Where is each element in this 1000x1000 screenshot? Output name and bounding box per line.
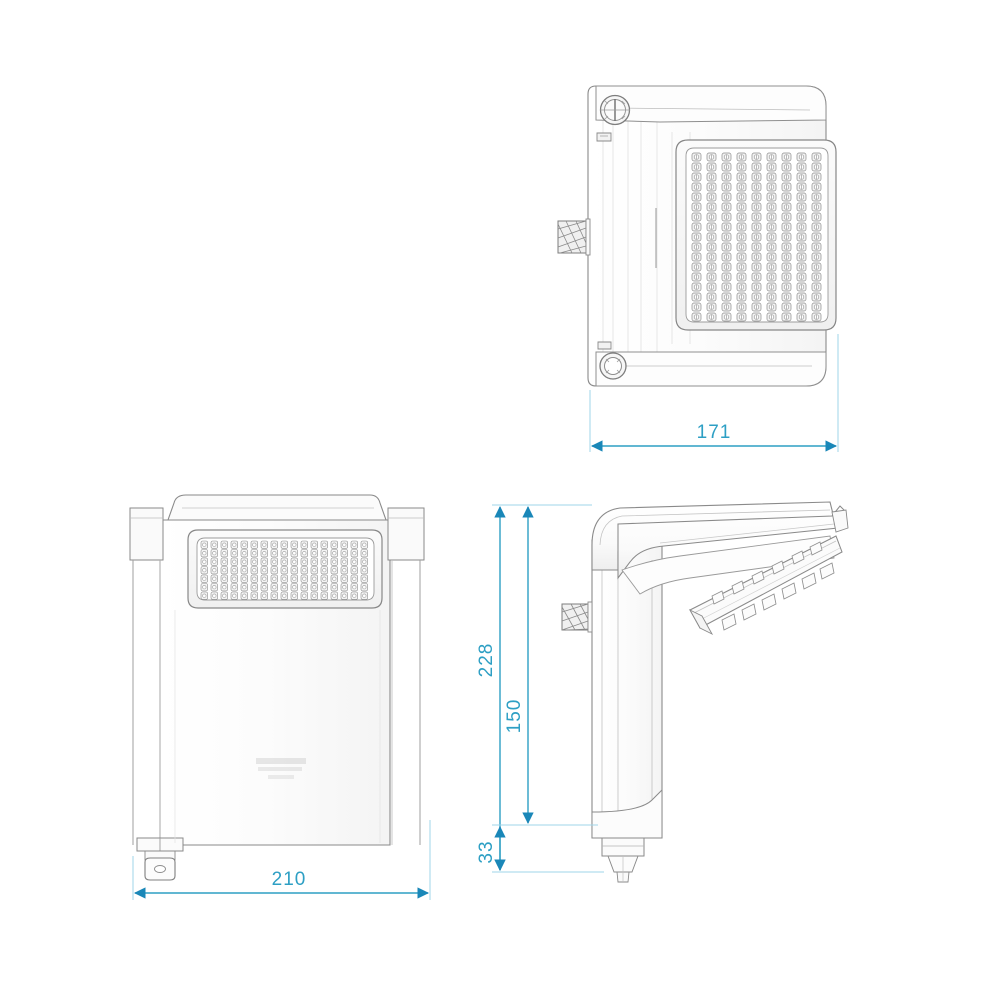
dimension-150: 150 (504, 504, 598, 826)
front-view-construction-lines (174, 610, 381, 843)
dimension-171-label: 171 (697, 422, 732, 443)
front-view-right-rail (387, 507, 425, 561)
top-view-lower-tab (597, 341, 612, 350)
front-view-bottom-connector (136, 837, 184, 881)
front-view-top-hood (167, 494, 387, 521)
top-view-lower-rail (595, 351, 827, 387)
top-view-lower-fitting (599, 352, 627, 380)
side-view (561, 501, 849, 883)
top-view-nozzle-grid (691, 152, 822, 322)
side-view-tip-flange (831, 509, 849, 533)
dimension-210-label: 210 (272, 869, 307, 890)
side-view-bottom-outlet (591, 788, 663, 883)
dimension-33-label: 33 (476, 840, 497, 863)
dimension-171: 171 (589, 334, 839, 452)
front-view (129, 494, 425, 881)
dimension-228: 228 (476, 504, 604, 873)
dimension-150-label: 150 (504, 699, 525, 734)
top-view-cable-entry (557, 218, 591, 256)
top-view-rail-line (611, 107, 811, 111)
side-view-body-lines (601, 545, 653, 836)
top-view-upper-tab (596, 132, 612, 142)
side-view-cable-entry (561, 601, 593, 633)
dimension-210: 210 (132, 820, 431, 900)
side-view-arm-underside (621, 535, 835, 595)
dimension-228-label: 228 (476, 643, 497, 678)
top-view-upper-rail (595, 85, 827, 123)
front-view-left-rail (129, 507, 164, 561)
top-view-upper-fitting (599, 94, 631, 126)
side-view-spray-bar (688, 535, 843, 636)
top-view (557, 85, 837, 387)
dimension-33: 33 (476, 824, 598, 872)
front-view-nozzle-grid (200, 540, 368, 600)
side-view-arm-line (659, 523, 835, 544)
brand-mark (256, 758, 306, 779)
side-view-elbow-line (599, 509, 831, 546)
